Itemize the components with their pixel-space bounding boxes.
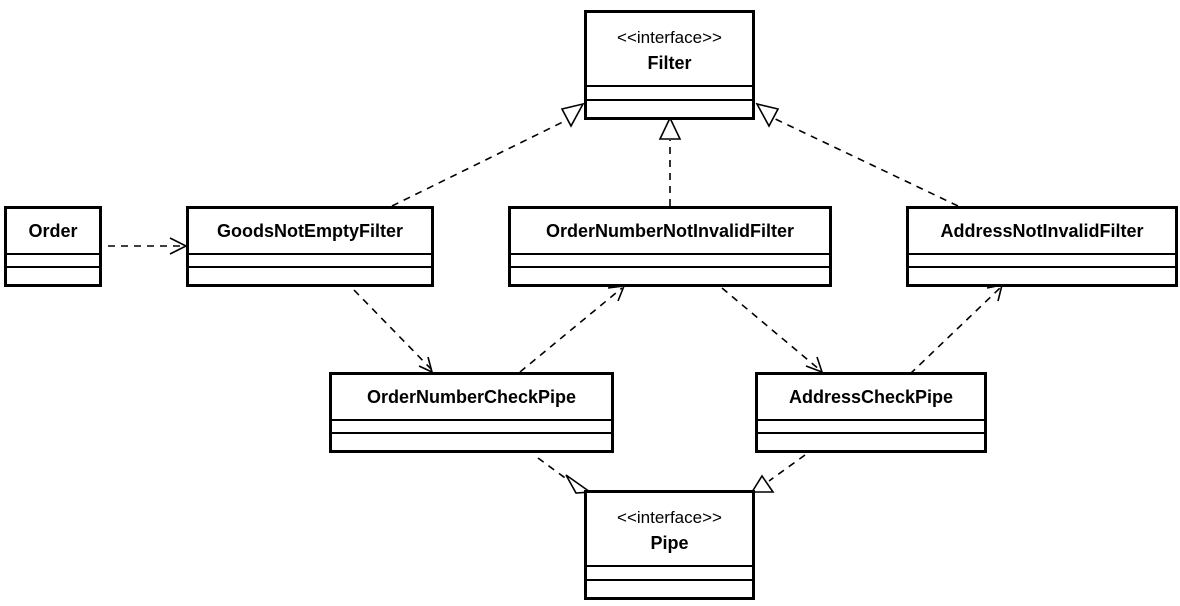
operations-compartment <box>758 434 984 450</box>
class-name: Order <box>28 221 78 241</box>
attributes-compartment <box>511 255 829 268</box>
class-box-order-number-not-invalid-filter[interactable]: OrderNumberNotInvalidFilter <box>508 206 832 287</box>
class-box-order-number-check-pipe[interactable]: OrderNumberCheckPipe <box>329 372 614 453</box>
dependency-line-ordernumberfilter-to-addresscheckpipe <box>721 287 821 371</box>
operations-compartment <box>7 268 99 284</box>
realization-arrowhead-ordernumbercheckpipe <box>565 474 593 494</box>
attributes-compartment <box>909 255 1175 268</box>
attributes-compartment <box>587 87 752 101</box>
class-name: Pipe <box>650 533 689 553</box>
realization-line-address-to-filter <box>768 115 959 207</box>
realization-arrowhead-address <box>755 102 780 128</box>
class-name: AddressCheckPipe <box>788 387 954 407</box>
attributes-compartment <box>587 567 752 581</box>
attributes-compartment <box>189 255 431 268</box>
class-box-filter[interactable]: <<interface>> Filter <box>584 10 755 120</box>
class-name: OrderNumberCheckPipe <box>366 387 577 407</box>
class-box-goods-not-empty-filter[interactable]: GoodsNotEmptyFilter <box>186 206 434 287</box>
operations-compartment <box>587 101 752 117</box>
dependency-line-ordernumbercheckpipe-to-ordernumberfilter <box>519 287 623 373</box>
dependency-line-addresscheckpipe-to-addressfilter <box>909 287 1001 375</box>
operations-compartment <box>332 434 611 450</box>
operations-compartment <box>189 268 431 284</box>
operations-compartment <box>511 268 829 284</box>
class-name: AddressNotInvalidFilter <box>940 221 1144 241</box>
class-header: OrderNumberNotInvalidFilter <box>511 209 829 255</box>
class-box-order[interactable]: Order <box>4 206 102 287</box>
realization-arrowhead-ordernumber <box>658 116 682 140</box>
class-name: OrderNumberNotInvalidFilter <box>545 221 795 241</box>
class-header: Order <box>7 209 99 255</box>
operations-compartment <box>909 268 1175 284</box>
attributes-compartment <box>332 421 611 434</box>
attributes-compartment <box>758 421 984 434</box>
class-header: <<interface>> Filter <box>587 13 752 87</box>
class-box-pipe[interactable]: <<interface>> Pipe <box>584 490 755 600</box>
class-box-address-check-pipe[interactable]: AddressCheckPipe <box>755 372 987 453</box>
stereotype-label: <<interface>> <box>617 28 722 47</box>
realization-line-addresscheckpipe-to-pipe <box>768 454 806 482</box>
attributes-compartment <box>7 255 99 268</box>
class-name: Filter <box>647 53 692 73</box>
operations-compartment <box>587 581 752 597</box>
realization-line-goods-to-filter <box>391 115 576 207</box>
class-header: <<interface>> Pipe <box>587 493 752 567</box>
stereotype-label: <<interface>> <box>617 508 722 527</box>
class-header: AddressNotInvalidFilter <box>909 209 1175 255</box>
realization-line-ordernumbercheckpipe-to-pipe <box>537 457 573 484</box>
class-header: OrderNumberCheckPipe <box>332 375 611 421</box>
realization-arrowhead-addresscheckpipe <box>750 474 775 493</box>
class-header: AddressCheckPipe <box>758 375 984 421</box>
class-header: GoodsNotEmptyFilter <box>189 209 431 255</box>
class-box-address-not-invalid-filter[interactable]: AddressNotInvalidFilter <box>906 206 1178 287</box>
dependency-line-goods-to-ordernumbercheckpipe <box>353 289 433 371</box>
realization-arrowhead-goods <box>560 102 585 128</box>
class-name: GoodsNotEmptyFilter <box>216 221 403 241</box>
